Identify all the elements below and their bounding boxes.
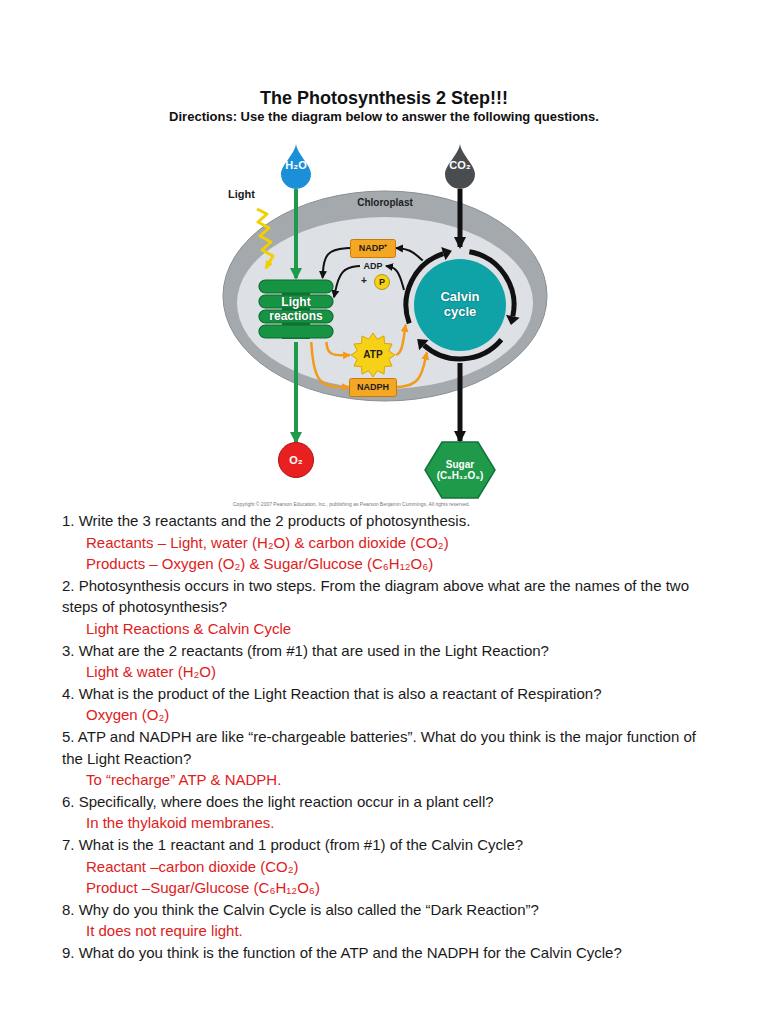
answer-text: Reactant –carbon dioxide (CO₂) [86, 856, 712, 878]
circle-outline [279, 443, 314, 478]
node-label: Light reactions [265, 296, 327, 324]
hexagon-outline [425, 442, 495, 498]
flow-arrow [458, 363, 463, 441]
question-text: 9. What do you think is the function of … [62, 942, 712, 964]
question-list: 1. Write the 3 reactants and the 2 produ… [62, 510, 712, 963]
oxygen-circle: O₂ [278, 442, 314, 478]
question-text: 6. Specifically, where does the light re… [62, 791, 712, 813]
copyright-note: Copyright © 2007 Pearson Education, Inc.… [233, 501, 470, 507]
node-label: Sugar [446, 459, 474, 471]
node-text-block: Calvin cycle [430, 290, 490, 320]
chloroplast-stroma [237, 217, 533, 389]
node-text-block: P [379, 277, 385, 287]
node-label: Calvin cycle [430, 290, 490, 320]
question-text: 7. What is the 1 reactant and 1 product … [62, 834, 712, 856]
cycle-arrowhead [417, 339, 428, 350]
calvin-core [414, 259, 506, 351]
question-text: 8. Why do you think the Calvin Cycle is … [62, 899, 712, 921]
node-label: Chloroplast [357, 197, 413, 209]
question-text: 2. Photosynthesis occurs in two steps. F… [62, 575, 712, 618]
sugar-hexagon: Sugar(C₆H₁₂O₆) [424, 441, 496, 499]
node-label: H₂O [285, 159, 306, 172]
node-text-block: Chloroplast [357, 197, 413, 209]
flow-arrow [294, 189, 298, 278]
nadph-box: NADPH [349, 378, 397, 397]
carbon-dioxide-drop: CO₂ [443, 143, 477, 189]
answer-text: In the thylakoid membranes. [86, 812, 712, 834]
node-label: ADP [363, 261, 382, 271]
light-label: Light [228, 188, 255, 201]
star-outline [351, 333, 395, 377]
chloroplast-membrane [223, 191, 547, 401]
circle-outline [375, 275, 390, 290]
answer-text: Product –Sugar/Glucose (C₆H₁₂O₆) [86, 877, 712, 899]
calvin-cycle-circle: Calvin cycle [402, 247, 518, 363]
node-label: NADPH [357, 382, 389, 392]
node-text-block: NADPH [357, 382, 389, 392]
node-text-block: O₂ [289, 454, 302, 467]
thylakoid-disc [259, 325, 333, 338]
flow-arrow [294, 342, 298, 442]
flow-arrow [458, 189, 463, 247]
page-title: The Photosynthesis 2 Step!!! [0, 87, 768, 109]
directions-text: Directions: Use the diagram below to ans… [0, 109, 768, 125]
drop-outline [281, 143, 311, 189]
node-text-block: ADP [363, 261, 382, 271]
plus-sign: + [361, 275, 367, 287]
node-text-block: ATP [363, 349, 382, 361]
box-outline [350, 378, 397, 396]
answer-text: To “recharge” ATP & NADPH. [86, 769, 712, 791]
node-text-block: NADP⁺ [359, 243, 388, 253]
cycle-arrowhead [506, 315, 520, 325]
answer-text: It does not require light. [86, 920, 712, 942]
box-outline [351, 239, 396, 257]
water-drop: H₂O [279, 143, 313, 189]
cycle-arrowhead [441, 247, 452, 260]
node-label: CO₂ [449, 159, 470, 172]
question-text: 5. ATP and NADPH are like “re-chargeable… [62, 726, 712, 769]
drop-outline [445, 143, 475, 189]
thylakoid-disc [259, 280, 333, 293]
answer-text: Reactants – Light, water (H₂O) & carbon … [86, 532, 712, 554]
chloroplast-outline: Light reactions Calvin cycle NADP⁺ ADP P ATP N… [222, 190, 548, 402]
answer-text: Products – Oxygen (O₂) & Sugar/Glucose (… [86, 553, 712, 575]
cycle-arc [424, 340, 501, 359]
answer-text: Light Reactions & Calvin Cycle [86, 618, 712, 640]
node-text-block: CO₂ [449, 159, 470, 172]
answer-text: Light & water (H₂O) [86, 661, 712, 683]
answer-text: Oxygen (O₂) [86, 704, 712, 726]
atp-star: ATP [350, 332, 396, 378]
cycle-arc [406, 254, 443, 324]
node-label: ATP [363, 349, 382, 361]
node-label: NADP⁺ [359, 243, 388, 253]
question-text: 4. What is the product of the Light Reac… [62, 683, 712, 705]
question-text: 3. What are the 2 reactants (from #1) th… [62, 640, 712, 662]
nadp-box: NADP⁺ [350, 239, 396, 258]
node-text-block: H₂O [285, 159, 306, 172]
node-text-block: Sugar(C₆H₁₂O₆) [437, 459, 484, 482]
node-text-block: Light reactions [265, 296, 327, 324]
node-label: P [379, 277, 385, 287]
phosphate-circle: P [374, 274, 390, 290]
node-label: O₂ [289, 454, 302, 467]
question-text: 1. Write the 3 reactants and the 2 produ… [62, 510, 712, 532]
node-label: (C₆H₁₂O₆) [437, 470, 484, 482]
light-reactions-stack: Light reactions [258, 278, 334, 342]
adp-label-node: ADP [360, 259, 386, 274]
